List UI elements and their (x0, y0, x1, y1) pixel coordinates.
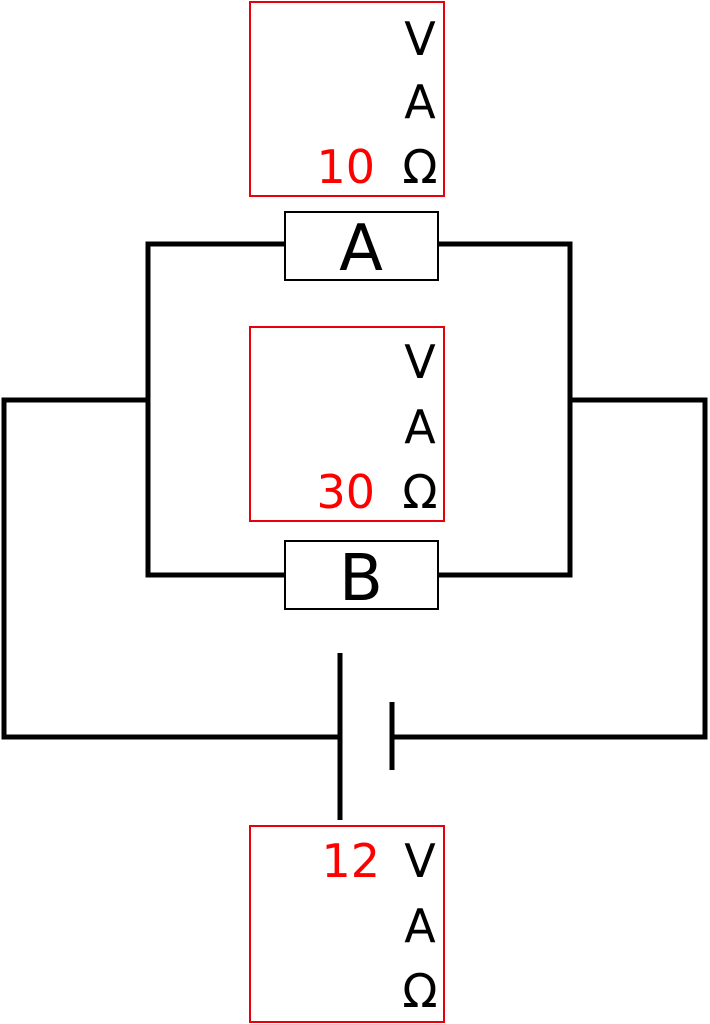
resistor-b-label: B (339, 542, 383, 616)
meter-middle: V A Ω 30 (249, 326, 445, 522)
resistor-a-label: A (339, 212, 383, 286)
meter-middle-unit-v: V (404, 335, 436, 389)
wires (1, 241, 708, 820)
meter-middle-unit-ohm: Ω (402, 465, 437, 519)
meter-bottom-unit-v: V (404, 834, 436, 888)
resistor-a: A (284, 211, 439, 286)
wire-outer-left (1, 397, 340, 740)
meter-bottom-value: 12 (321, 834, 380, 888)
meter-top: V A Ω 10 (249, 1, 445, 197)
wire-outer-right (392, 397, 708, 740)
wire-a-right (438, 241, 573, 578)
meter-bottom-unit-ohm: Ω (402, 964, 437, 1018)
meter-middle-unit-a: A (404, 400, 436, 454)
meter-top-unit-ohm: Ω (402, 140, 437, 194)
meter-middle-value: 30 (316, 465, 375, 519)
meter-bottom-unit-a: A (404, 899, 436, 953)
meter-bottom: V A Ω 12 (249, 825, 445, 1023)
resistor-b: B (284, 540, 439, 616)
meter-top-value: 10 (316, 140, 375, 194)
wire-a-left (145, 241, 285, 578)
meter-top-unit-a: A (404, 75, 436, 129)
meter-top-unit-v: V (404, 12, 436, 66)
